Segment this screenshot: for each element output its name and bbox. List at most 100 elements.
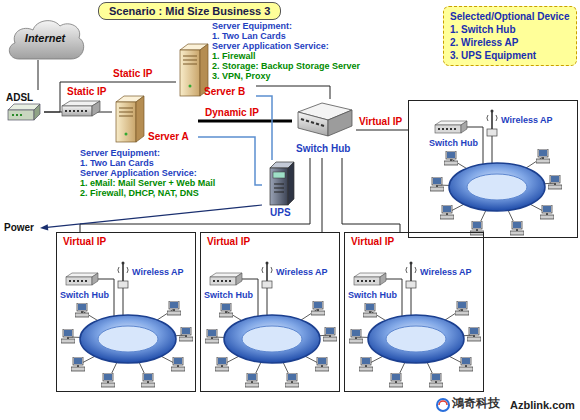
option-box: Selected/Optional Device1. Switch Hub2. … (443, 6, 577, 66)
ups-icon (274, 184, 284, 192)
switch-icon (298, 112, 328, 136)
node-text: Switch Hub (60, 290, 109, 301)
label-slot: Virtual IP (358, 116, 403, 127)
label-slot: Dynamic IP (204, 107, 260, 118)
text-slot: ADSL (6, 92, 33, 103)
label-slot: 2. Storage: Backup Storage Server (212, 61, 360, 72)
modem-icon (8, 104, 40, 120)
node-text: 1. Switch Hub (450, 23, 570, 36)
text-slot: Switch Hub (296, 143, 350, 154)
server-tower (180, 44, 208, 96)
modem-icon (34, 104, 40, 120)
label-slot: Power (4, 222, 34, 233)
node-text: Switch Hub (296, 143, 350, 154)
hub-icon (62, 101, 100, 116)
label-slot: 3. VPN, Proxy (212, 71, 271, 82)
title-box: Scenario : Mid Size Business 3 (98, 2, 281, 20)
server-tower (136, 96, 144, 142)
text-slot: Server B (204, 86, 245, 97)
node-text: 3. UPS Equipment (450, 49, 570, 62)
text-slot: UPS (270, 207, 291, 218)
text-slot: Wireless AP (132, 267, 184, 278)
hub-icon (62, 106, 92, 116)
logo-mark (439, 401, 447, 405)
server-tower (189, 85, 192, 88)
annotation-text: 2. Firewall, DHCP, NAT, DNS (80, 188, 199, 199)
text-slot: Wireless AP (501, 115, 553, 126)
annotation-text: 3. VPN, Proxy (212, 71, 271, 82)
lan-illustration (205, 262, 337, 388)
ups-icon (270, 162, 294, 205)
edge-label: Static IP (66, 86, 107, 97)
node-text: Server B (204, 86, 245, 97)
switch-icon (298, 103, 352, 136)
label-slot: 1. Firewall (212, 51, 256, 62)
logo-mark (437, 399, 449, 411)
server-tower (116, 102, 136, 142)
label-slot: Server Equipment: (212, 21, 292, 32)
lan-illustration (349, 262, 481, 388)
edge-label: Virtual IP (350, 236, 395, 247)
modem-icon (8, 110, 34, 120)
power-arrow (40, 224, 48, 230)
annotation-text: 鴻奇科技 (452, 398, 500, 409)
text-slot: Switch Hub (348, 290, 397, 301)
annotation-text: Server Application Service: (80, 168, 197, 179)
modem-node: ADSL (4, 90, 44, 126)
switch-node: Switch Hub (292, 99, 356, 158)
node-text: 2. Wireless AP (450, 36, 570, 49)
hub-icon (65, 110, 87, 112)
hub-icon (92, 101, 100, 116)
label-slot: Virtual IP (206, 236, 251, 247)
text-slot: Switch Hub (204, 290, 253, 301)
node-text: Selected/Optional Device (450, 10, 570, 23)
cloud-node: Internet (5, 16, 85, 60)
label-slot: Virtual IP (350, 236, 395, 247)
edge-label: Virtual IP (358, 116, 403, 127)
annotation-text: 1. Two Lan Cards (80, 158, 154, 169)
ups-icon (288, 162, 294, 205)
annotation-text: 1. eMail: Mail Server + Web Mail (80, 178, 215, 189)
label-slot: Virtual IP (62, 236, 107, 247)
annotation-text: Server Equipment: (80, 148, 160, 159)
power-arrow (40, 205, 262, 230)
label-slot: 1. Two Lan Cards (212, 31, 286, 42)
logo-mark (437, 399, 449, 411)
server-tower (183, 56, 197, 64)
ups-icon (270, 168, 288, 205)
server-tower (125, 133, 128, 136)
connector (256, 86, 330, 99)
node-text: UPS (270, 207, 291, 218)
power-arrow (47, 205, 262, 227)
text-slot: Server A (148, 131, 189, 142)
node-text: Wireless AP (276, 267, 328, 278)
ups-icon (273, 172, 285, 178)
label-slot: Azblink.com (510, 400, 575, 411)
lan-illustration (61, 262, 193, 388)
connector (198, 137, 262, 185)
annotation-text: 1. Two Lan Cards (212, 31, 286, 42)
text-slot: Switch Hub (60, 290, 109, 301)
edge-label: Virtual IP (206, 236, 251, 247)
edge-label: Virtual IP (62, 236, 107, 247)
node-text: Internet (25, 32, 65, 45)
lan-frame: Switch Hub Wireless AP (56, 232, 196, 392)
text-slot: Switch Hub (429, 138, 478, 149)
server-tower (119, 108, 133, 116)
modem-icon (12, 114, 22, 116)
connector (38, 60, 39, 90)
lan-frame: Switch Hub Wireless AP (408, 100, 578, 238)
edge-label: Static IP (112, 68, 153, 79)
label-slot: 鴻奇科技 (452, 398, 500, 409)
node-text: Switch Hub (348, 290, 397, 301)
server-node: Server A (112, 93, 198, 144)
text-slot: Wireless AP (420, 267, 472, 278)
node-text: Switch Hub (429, 138, 478, 149)
node-text: Wireless AP (501, 115, 553, 126)
label-slot: Server Equipment: (80, 148, 160, 159)
node-text: Wireless AP (420, 267, 472, 278)
annotation-text: Server Equipment: (212, 21, 292, 32)
node-text: ADSL (6, 92, 33, 103)
